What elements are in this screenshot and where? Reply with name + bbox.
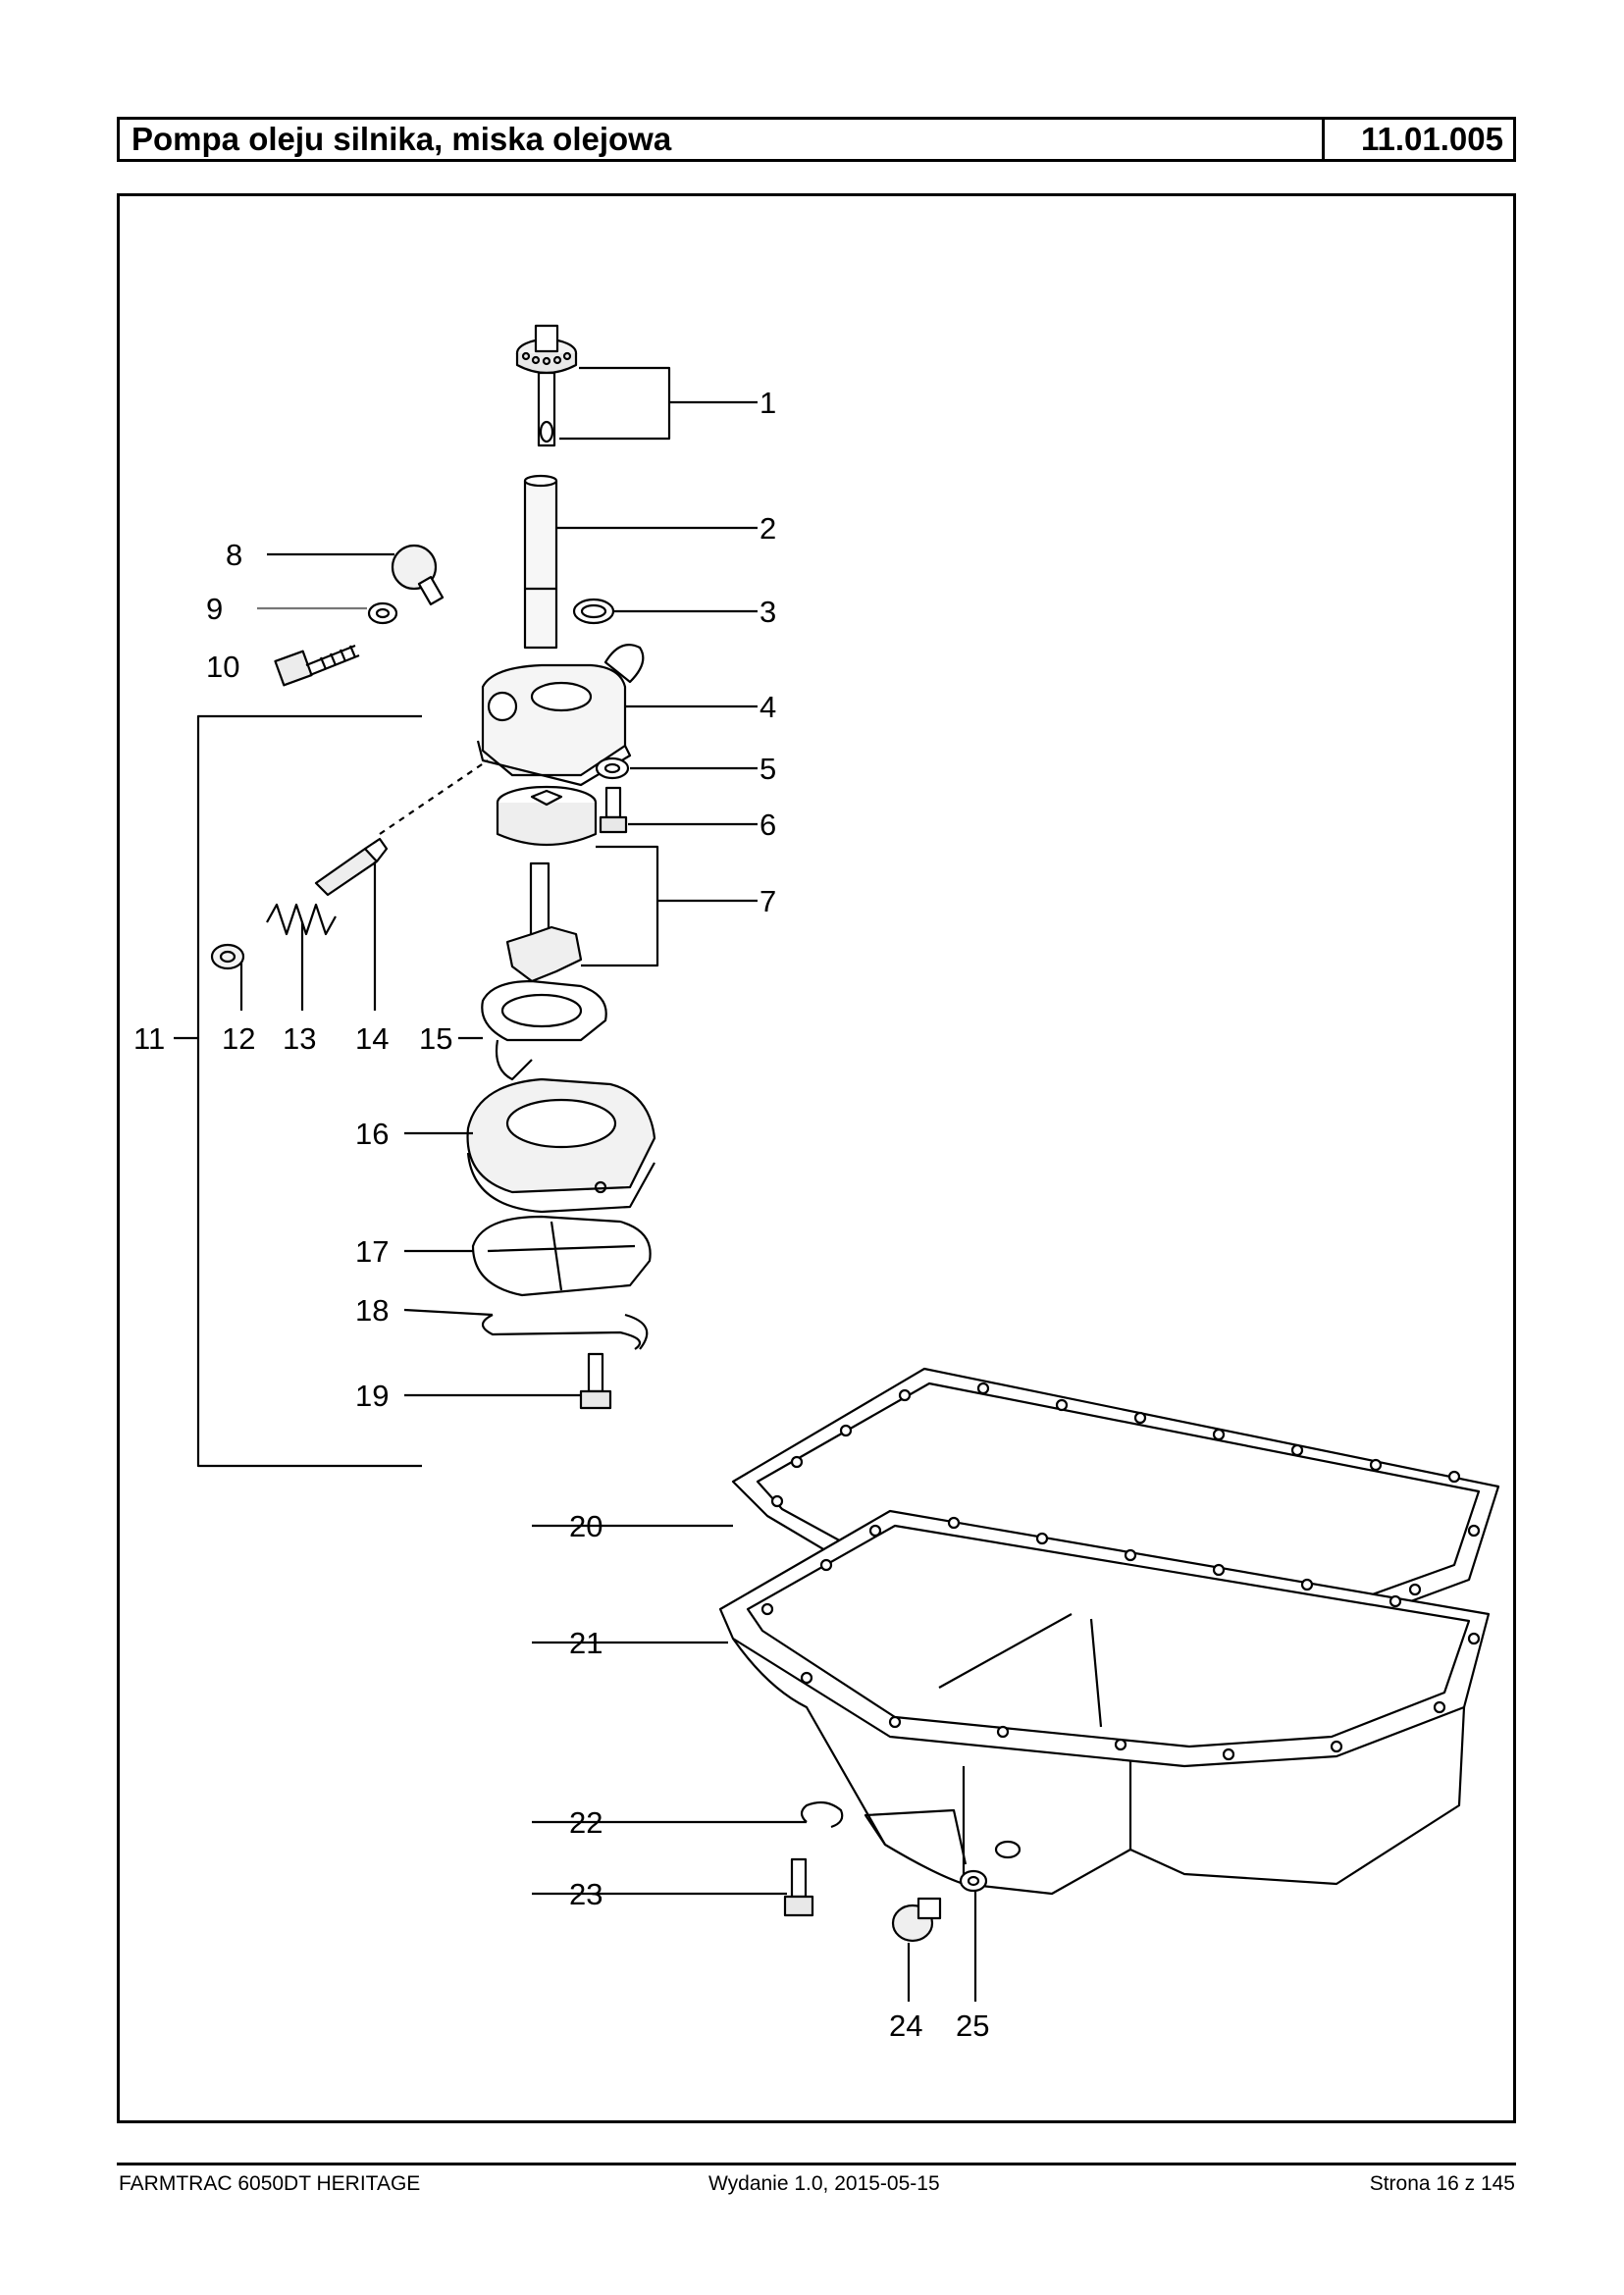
callout-5: 5: [760, 752, 776, 786]
callout-23: 23: [569, 1877, 602, 1911]
callout-22: 22: [569, 1805, 602, 1840]
part-2-pin: [523, 474, 558, 650]
footer-divider: [117, 2163, 1516, 2165]
callout-11: 11: [133, 1021, 165, 1056]
part-10-bolt: [274, 644, 360, 687]
callout-19: 19: [355, 1379, 389, 1413]
callout-1: 1: [760, 386, 776, 420]
callout-24: 24: [889, 2008, 922, 2043]
part-15-cover-plate: [481, 979, 607, 1081]
callout-4: 4: [760, 690, 776, 724]
part-3-seal: [572, 598, 615, 625]
part-22-snap-ring: [800, 1800, 844, 1829]
part-16-flange-housing: [466, 1077, 656, 1214]
part-24-drain-plug: [891, 1897, 942, 1943]
part-21-oil-pan: [718, 1509, 1491, 1896]
part-5-washer: [595, 756, 630, 780]
title-bar: Pompa oleju silnika, miska olejowa 11.01…: [117, 117, 1516, 162]
callout-25: 25: [956, 2008, 989, 2043]
part-1-pickup-shaft: [515, 324, 578, 447]
part-8-plug: [391, 544, 445, 605]
page-title: Pompa oleju silnika, miska olejowa: [120, 120, 1325, 159]
callout-8: 8: [226, 538, 242, 572]
part-7-rotor: [496, 785, 598, 847]
callout-20: 20: [569, 1509, 602, 1543]
part-23-bolt: [783, 1857, 814, 1917]
part-12-cap: [210, 943, 245, 970]
callout-14: 14: [355, 1021, 389, 1056]
callout-13: 13: [283, 1021, 316, 1056]
part-13-spring: [266, 903, 337, 936]
callout-17: 17: [355, 1234, 389, 1269]
part-25-washer: [959, 1869, 988, 1893]
exploded-diagram-frame: 1 2 3 4 5 6 7 8 9 10 11 12 13 14 15 16 1…: [117, 193, 1516, 2123]
part-14-valve: [314, 837, 389, 897]
part-6-bolt: [599, 786, 628, 834]
callout-7: 7: [760, 884, 776, 918]
callout-10: 10: [206, 650, 239, 684]
footer-model: FARMTRAC 6050DT HERITAGE: [119, 2172, 421, 2195]
part-4-pump-body: [476, 644, 645, 787]
part-17-strainer: [471, 1215, 652, 1297]
callout-2: 2: [760, 511, 776, 546]
part-18-clip: [481, 1313, 649, 1350]
footer-edition: Wydanie 1.0, 2015-05-15: [708, 2172, 940, 2195]
part-19-bolt: [579, 1352, 612, 1410]
callout-15: 15: [419, 1021, 452, 1056]
callout-3: 3: [760, 595, 776, 629]
part-9-washer: [367, 601, 398, 625]
callout-6: 6: [760, 808, 776, 842]
footer-page-number: Strona 16 z 145: [1369, 2172, 1515, 2195]
callout-16: 16: [355, 1117, 389, 1151]
exploded-parts-diagram: 1 2 3 4 5 6 7 8 9 10 11 12 13 14 15 16 1…: [133, 324, 1500, 2043]
part-7-shaft-gear: [505, 861, 583, 983]
callout-9: 9: [206, 592, 223, 626]
section-code: 11.01.005: [1361, 121, 1503, 157]
callout-18: 18: [355, 1293, 389, 1328]
callout-12: 12: [222, 1021, 255, 1056]
callout-21: 21: [569, 1626, 602, 1660]
